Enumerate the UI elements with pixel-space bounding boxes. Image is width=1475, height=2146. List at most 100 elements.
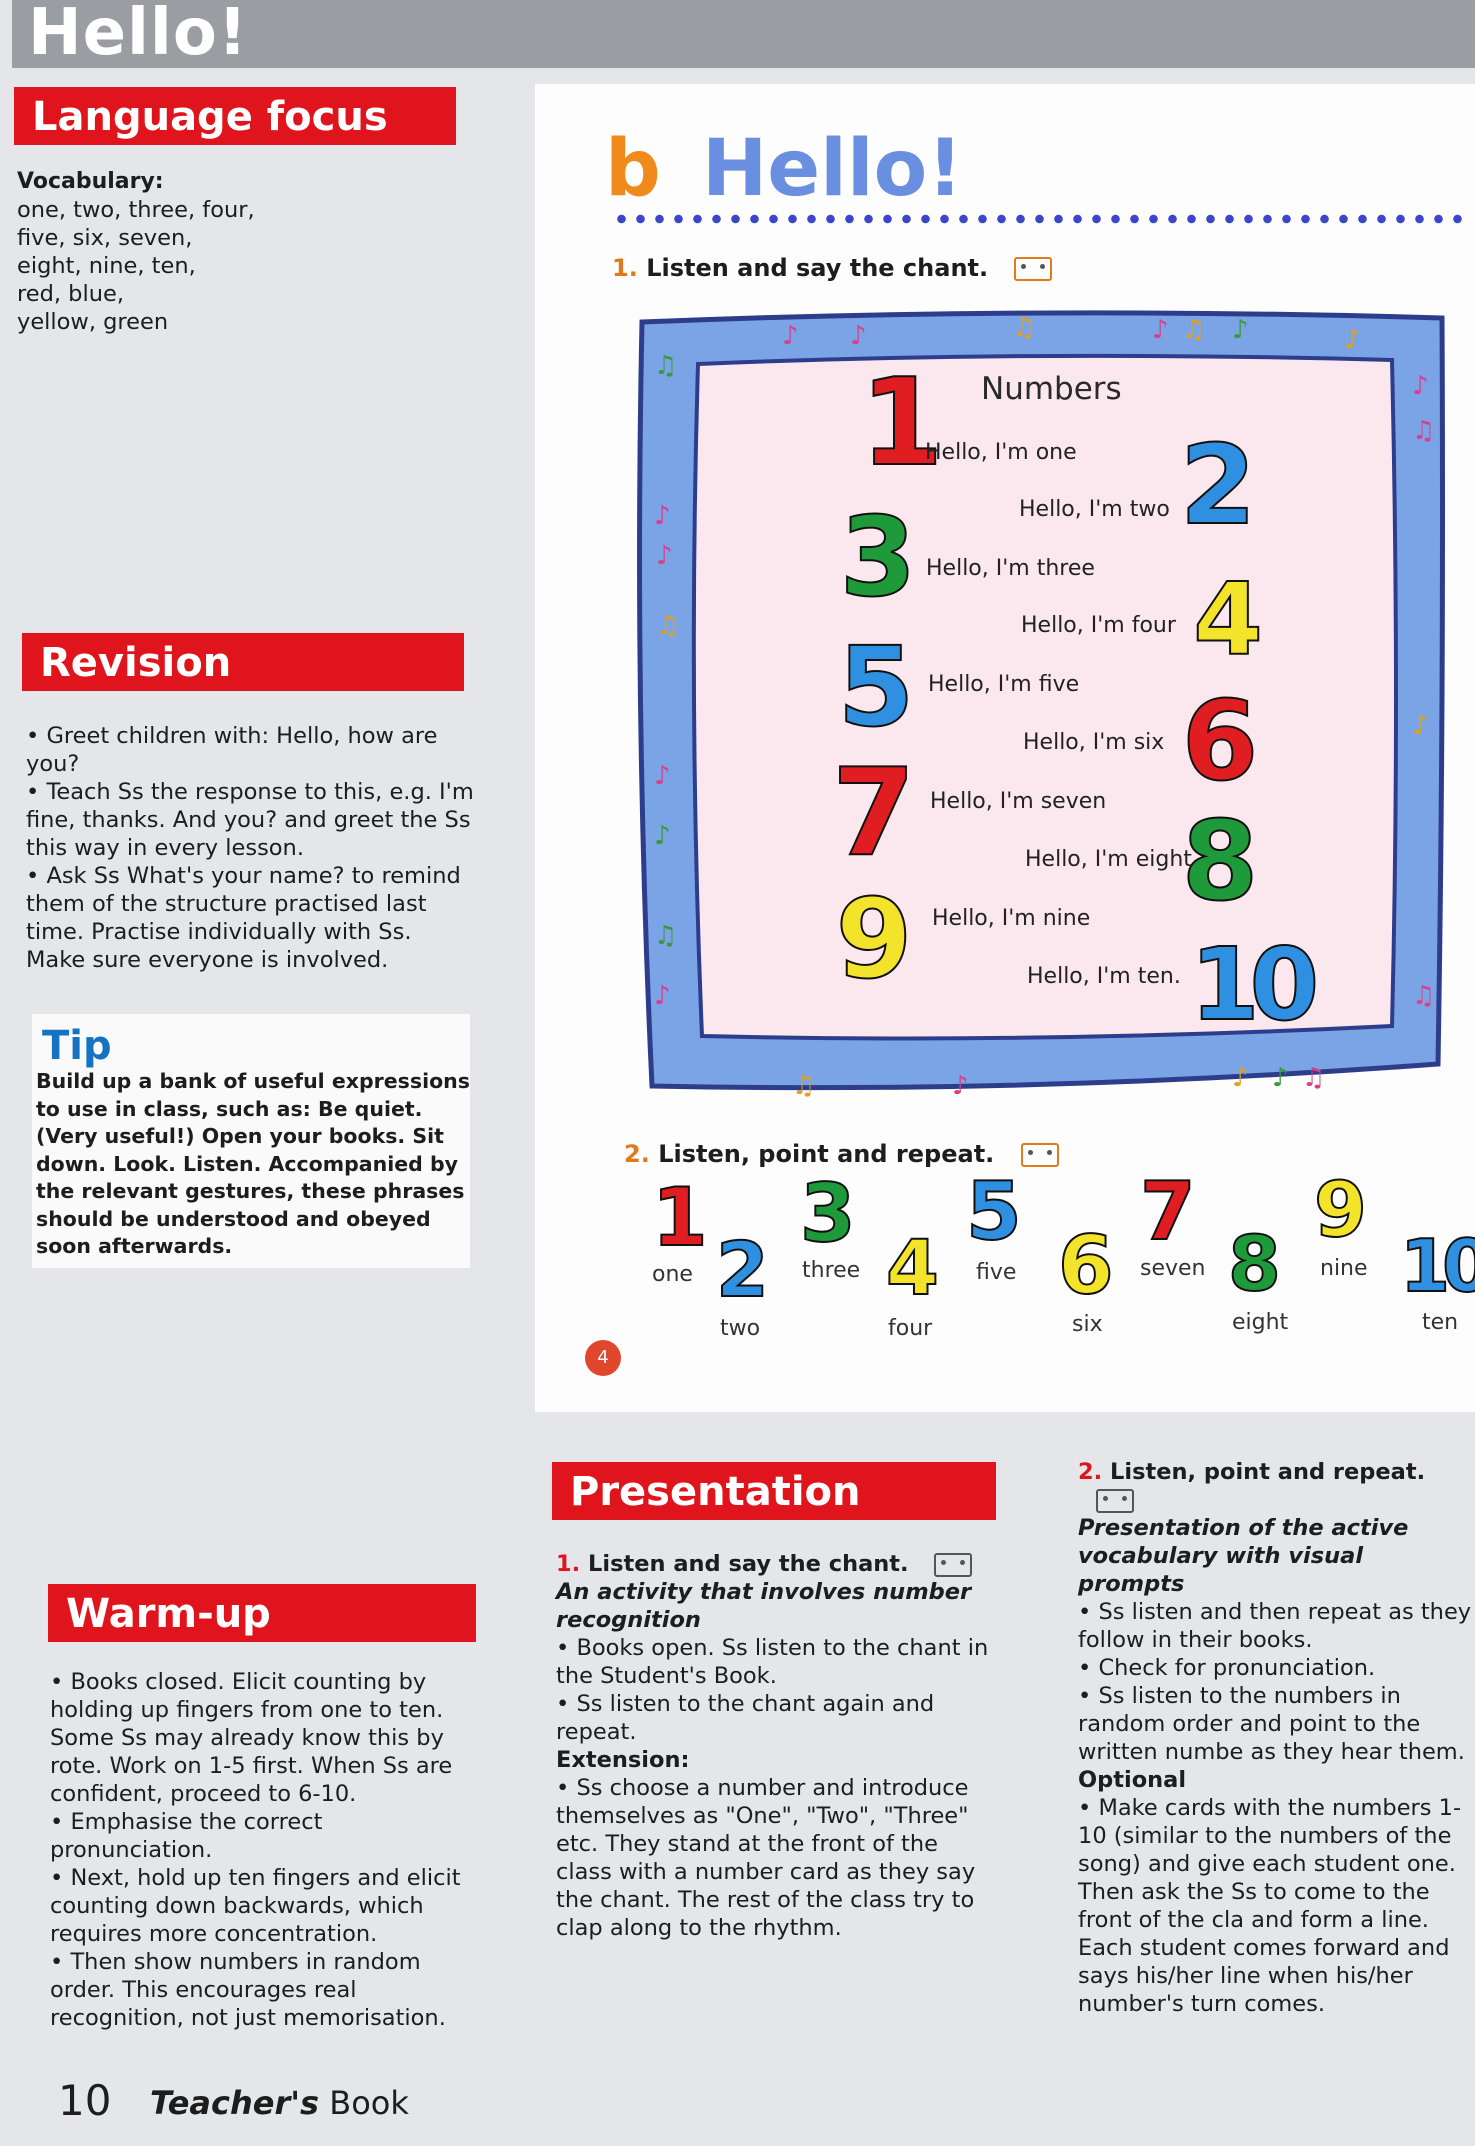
music-note-icon: ♪: [654, 821, 671, 851]
music-note-icon: ♫: [656, 611, 679, 641]
music-note-icon: ♪: [1232, 1063, 1249, 1093]
number-3-character: 3: [839, 493, 918, 621]
revision-heading: Revision: [22, 633, 464, 691]
warm-up-heading: Warm-up: [48, 1584, 476, 1642]
cassette-icon: [1020, 1143, 1059, 1167]
number-word: seven: [1140, 1256, 1206, 1281]
tip-heading: Tip: [42, 1023, 112, 1069]
number-10-character: 10: [1189, 926, 1320, 1043]
number-6-character: 6: [1181, 677, 1260, 805]
chant-line: Hello, I'm ten.: [1027, 964, 1181, 989]
number-word: nine: [1320, 1256, 1368, 1281]
number-5-small: 5: [965, 1165, 1023, 1258]
footer-book-title: Teacher's Book: [150, 2084, 409, 2122]
cassette-icon: [1014, 257, 1053, 281]
point-repeat-subtitle: Presentation of the active vocabulary wi…: [1078, 1515, 1409, 1597]
number-word: ten: [1422, 1310, 1459, 1335]
vocab-line: five, six, seven,: [17, 225, 193, 251]
number-2-small: 2: [715, 1225, 770, 1314]
presentation-ex1-subtitle: An activity that involves number recogni…: [556, 1579, 972, 1633]
music-note-icon: ♪: [1344, 325, 1361, 355]
revision-bullet: • Teach Ss the response to this, e.g. I'…: [26, 779, 474, 861]
point-repeat-bullet: • Check for pronunciation.: [1078, 1655, 1376, 1681]
top-title-bar: Hello!: [12, 0, 1475, 70]
music-note-icon: ♪: [654, 981, 671, 1011]
number-word: eight: [1232, 1310, 1289, 1335]
tip-text: Build up a bank of useful expressions to…: [36, 1069, 470, 1258]
number-1-small: 1: [651, 1171, 709, 1264]
page-header-title: Hello!: [28, 0, 248, 70]
music-note-icon: ♪: [1152, 315, 1169, 345]
number-8-character: 8: [1181, 797, 1260, 925]
revision-list: • Greet children with: Hello, how are yo…: [26, 722, 474, 974]
chant-line: Hello, I'm one: [925, 440, 1077, 465]
number-7-character: 7: [831, 744, 917, 883]
number-8-small: 8: [1227, 1219, 1282, 1308]
chant-frame: ♪♪ ♫♪ ♫♪ ♪♫ ♪♫ ♪♪ ♫♪ ♪♫ ♪♫ ♪♪ ♪♫ ♪♫: [637, 310, 1445, 1101]
number-4-small: 4: [885, 1223, 940, 1312]
presentation-bullet: • Books open. Ss listen to the chant in …: [556, 1635, 989, 1689]
number-2-character: 2: [1179, 421, 1258, 549]
chant-line: Hello, I'm two: [1019, 497, 1170, 522]
music-note-icon: ♪: [1272, 1063, 1289, 1093]
vocab-line: red, blue,: [17, 281, 124, 307]
music-note-icon: ♫: [1302, 1063, 1325, 1093]
optional-label: Optional: [1078, 1767, 1187, 1793]
point-repeat-notes: 2. Listen, point and repeat. Presentatio…: [1078, 1458, 1475, 2018]
chant-line: Hello, I'm four: [1021, 613, 1176, 638]
student-page-number: 4: [585, 1340, 621, 1376]
warm-up-bullet: • Next, hold up ten fingers and elicit c…: [50, 1865, 461, 1947]
optional-text: • Make cards with the numbers 1-10 (simi…: [1078, 1795, 1462, 2017]
presentation-heading: Presentation: [552, 1462, 996, 1520]
vocab-line: yellow, green: [17, 309, 169, 335]
warm-up-bullet: • Then show numbers in random order. Thi…: [50, 1949, 446, 2031]
exercise-2-instruction: 2. Listen, point and repeat.: [624, 1140, 1059, 1168]
warm-up-bullet: • Books closed. Elicit counting by holdi…: [50, 1669, 453, 1807]
vocabulary-block: Vocabulary: one, two, three, four, five,…: [17, 168, 417, 336]
presentation-ex1-title: 1. Listen and say the chant.: [556, 1550, 996, 1578]
number-3-small: 3: [799, 1167, 857, 1260]
chant-line: Hello, I'm eight: [1025, 847, 1192, 872]
warm-up-list: • Books closed. Elicit counting by holdi…: [50, 1668, 480, 2032]
number-5-character: 5: [837, 623, 916, 751]
extension-label: Extension:: [556, 1747, 690, 1773]
music-note-icon: ♪: [782, 321, 799, 351]
music-note-icon: ♪: [656, 541, 673, 571]
chant-title: Numbers: [981, 371, 1122, 407]
vocab-line: eight, nine, ten,: [17, 253, 196, 279]
presentation-notes: 1. Listen and say the chant. An activity…: [556, 1550, 996, 1942]
number-word: two: [720, 1316, 761, 1341]
chant-line: Hello, I'm nine: [932, 906, 1091, 931]
chant-line: Hello, I'm five: [928, 672, 1080, 697]
revision-bullet: • Ask Ss What's your name? to remind the…: [26, 863, 461, 973]
section-letter: b: [605, 124, 661, 214]
presentation-bullet: • Ss listen to the chant again and repea…: [556, 1691, 935, 1745]
number-word: one: [652, 1262, 693, 1287]
music-note-icon: ♪: [1412, 371, 1429, 401]
extension-text: • Ss choose a number and introduce thems…: [556, 1775, 976, 1941]
music-note-icon: ♫: [1412, 416, 1435, 446]
music-note-icon: ♫: [1182, 315, 1205, 345]
number-word: six: [1072, 1312, 1103, 1337]
music-note-icon: ♪: [1232, 315, 1249, 345]
number-6-small: 6: [1057, 1219, 1115, 1312]
student-page-title: Hello!: [702, 124, 963, 214]
revision-bullet: • Greet children with: Hello, how are yo…: [26, 723, 438, 777]
number-10-small: 10: [1400, 1230, 1475, 1302]
number-9-small: 9: [1313, 1165, 1368, 1254]
music-note-icon: ♫: [1012, 313, 1035, 343]
music-note-icon: ♪: [850, 321, 867, 351]
point-repeat-bullet: • Ss listen and then repeat as they foll…: [1078, 1599, 1472, 1653]
cassette-icon: [1096, 1488, 1134, 1513]
number-9-character: 9: [835, 875, 914, 1003]
warm-up-bullet: • Emphasise the correct pronunciation.: [50, 1809, 323, 1863]
chant-line: Hello, I'm seven: [930, 789, 1107, 814]
music-note-icon: ♪: [1412, 711, 1429, 741]
tip-box: Tip Build up a bank of useful expression…: [32, 1014, 470, 1268]
music-note-icon: ♫: [1412, 981, 1435, 1011]
number-word: three: [802, 1258, 861, 1283]
music-note-icon: ♫: [654, 351, 677, 381]
chant-line: Hello, I'm six: [1023, 730, 1165, 755]
point-repeat-bullet: • Ss listen to the numbers in random ord…: [1078, 1683, 1465, 1765]
number-word: five: [976, 1260, 1017, 1285]
